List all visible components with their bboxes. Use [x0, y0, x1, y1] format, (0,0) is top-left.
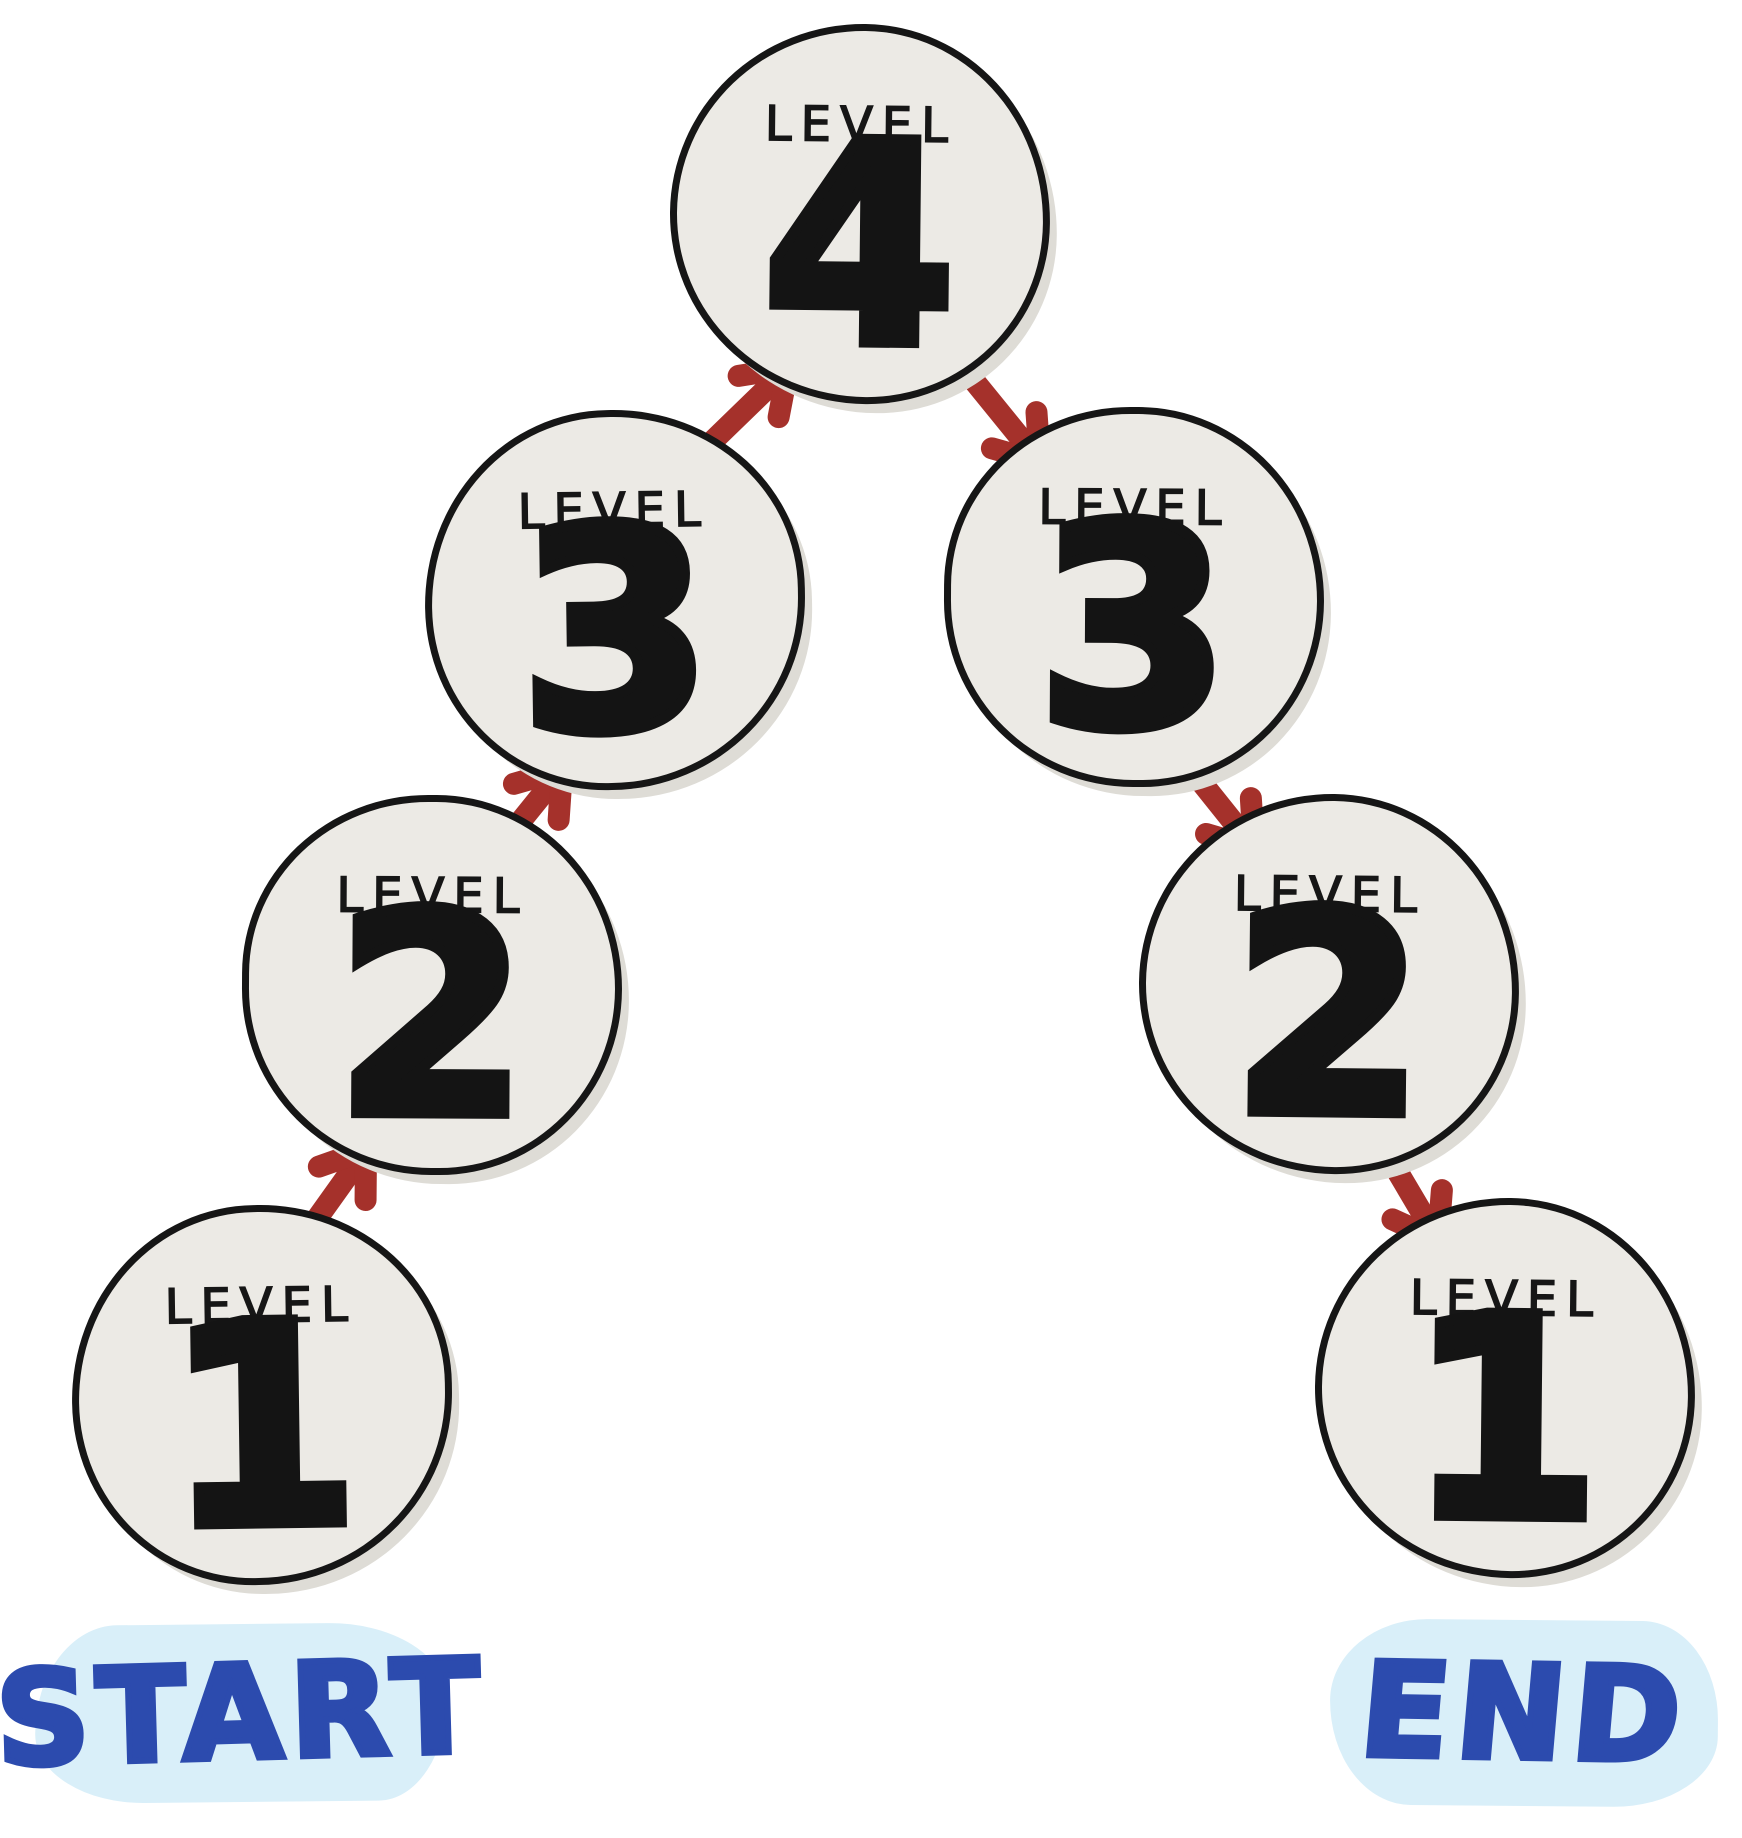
- node-value: 2: [1225, 847, 1433, 1184]
- node-value: 1: [1401, 1251, 1609, 1588]
- start-badge: START: [0, 1621, 491, 1805]
- node-value: 2: [329, 849, 535, 1185]
- node-level-2-right: LEVEL 2: [1137, 792, 1521, 1185]
- node-value: 4: [756, 77, 964, 414]
- end-badge: END: [1329, 1618, 1719, 1808]
- node-level-3-left: LEVEL 3: [422, 407, 808, 801]
- node-value: 1: [158, 1258, 367, 1596]
- node-value: 3: [1031, 461, 1237, 797]
- node-level-2-left: LEVEL 2: [241, 794, 623, 1185]
- node-level-1-left: LEVEL 1: [69, 1202, 455, 1596]
- node-level-3-right: LEVEL 3: [943, 406, 1325, 797]
- node-level-1-right: LEVEL 1: [1313, 1196, 1697, 1589]
- node-level-4: LEVEL 4: [668, 22, 1052, 415]
- node-value: 3: [511, 463, 720, 801]
- start-label: START: [0, 1627, 491, 1799]
- end-label: END: [1351, 1631, 1697, 1795]
